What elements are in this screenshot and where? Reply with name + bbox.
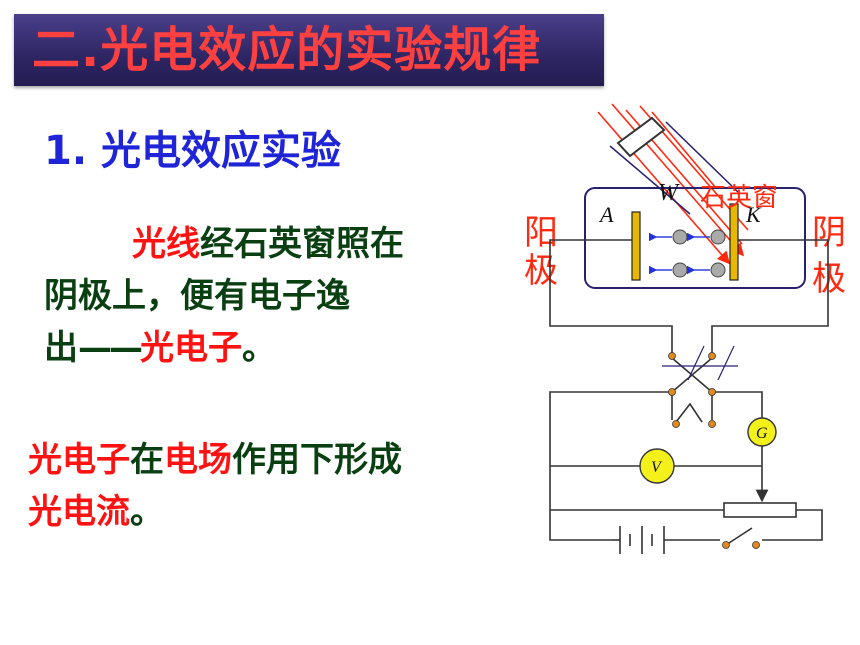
label-anode-bottom: 极 xyxy=(524,251,558,291)
label-cathode-top: 阴 xyxy=(812,213,846,253)
line-1: 光电子在电场作用下形成 xyxy=(28,434,508,486)
text-photoelectron-2: 光电子 xyxy=(28,440,130,480)
label-k: K xyxy=(745,202,762,227)
paragraph-current: 光电子在电场作用下形成 光电流。 xyxy=(28,434,508,538)
line-2: 光电流。 xyxy=(28,486,508,538)
switch-contacts xyxy=(668,352,760,549)
cathode-plate xyxy=(729,203,739,281)
slide-title: 二.光电效应的实验规律 xyxy=(32,22,542,78)
knife-switch xyxy=(728,527,753,544)
switch-hatch xyxy=(662,345,738,381)
electrons xyxy=(672,229,726,278)
text-photocurrent: 光电流 xyxy=(28,492,130,532)
text-in: 在 xyxy=(130,440,164,480)
vacuum-tube-box xyxy=(584,187,806,289)
section-heading: 1. 光电效应实验 xyxy=(44,128,341,174)
text-out: 出 xyxy=(44,328,78,368)
text-through-window: 经石英窗照在 xyxy=(200,224,404,264)
period-2: 。 xyxy=(130,492,164,532)
text-cathode-line: 阴极上，便有电子逸 xyxy=(44,276,350,316)
label-anode-top: 阳 xyxy=(524,213,558,253)
circuit-wires xyxy=(549,239,829,541)
electron-arrows xyxy=(649,232,710,275)
anode-plate xyxy=(631,211,641,281)
battery xyxy=(612,526,665,554)
label-cathode-bottom: 极 xyxy=(812,259,846,299)
text-electric-field: 电场 xyxy=(164,440,232,480)
period: 。 xyxy=(242,328,276,368)
voltmeter: V xyxy=(639,448,675,484)
label-w: W xyxy=(658,180,680,206)
text-form: 作用下形成 xyxy=(232,440,402,480)
text-photoelectron: 光电子 xyxy=(140,328,242,368)
paragraph-experiment: 光线经石英窗照在 阴极上，便有电子逸 出——光电子。 xyxy=(44,218,484,374)
title-bar: 二.光电效应的实验规律 xyxy=(14,14,604,86)
text-light: 光线 xyxy=(132,224,200,264)
label-a: A xyxy=(598,202,614,227)
rheostat xyxy=(723,502,797,518)
label-v: V xyxy=(651,459,663,476)
galvanometer: G xyxy=(747,417,777,447)
quartz-window-tube xyxy=(609,116,739,215)
label-g: G xyxy=(756,425,768,442)
label-quartz-window: 石英窗 xyxy=(700,183,778,213)
dash: —— xyxy=(78,328,143,368)
